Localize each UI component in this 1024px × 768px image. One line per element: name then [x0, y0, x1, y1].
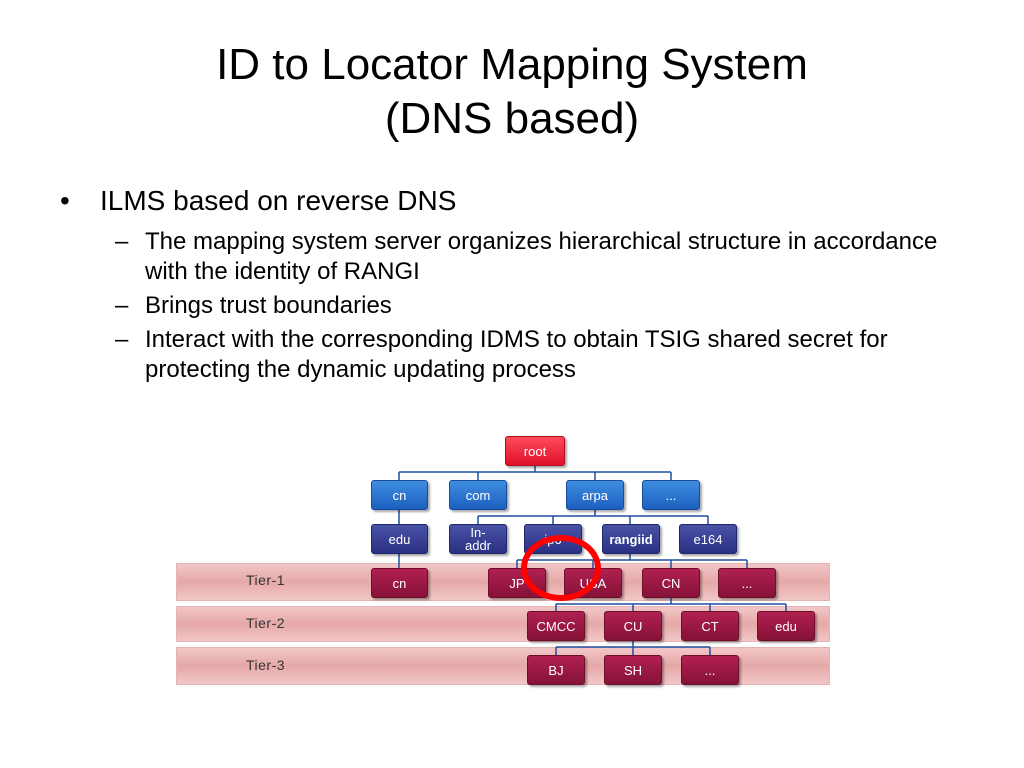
tier2-node-cu: CU — [604, 611, 662, 641]
node-edu: edu — [371, 524, 428, 554]
node-com: com — [449, 480, 507, 510]
tier2-node-ct: CT — [681, 611, 739, 641]
node-ellipsis: ... — [642, 480, 700, 510]
sub-bullet-text: The mapping system server organizes hier… — [145, 228, 938, 285]
tier2-node-edu: edu — [757, 611, 815, 641]
tier1-node-cn: cn — [371, 568, 428, 598]
node-e164: e164 — [679, 524, 737, 554]
tier-3-label: Tier-3 — [246, 657, 286, 673]
slide-title: ID to Locator Mapping System (DNS based) — [0, 38, 1024, 146]
node-in-addr: In- addr — [449, 524, 507, 554]
sub-bullet-text: Interact with the corresponding IDMS to … — [145, 326, 888, 383]
root-node: root — [505, 436, 565, 466]
bullet-text: ILMS based on reverse DNS — [100, 185, 457, 216]
tier1-node-ellipsis: ... — [718, 568, 776, 598]
title-line-2: (DNS based) — [384, 94, 640, 143]
dash-icon: – — [115, 326, 129, 353]
tier-1-label: Tier-1 — [246, 572, 286, 588]
tier2-node-cmcc: CMCC — [527, 611, 585, 641]
sub-bullet-list: – The mapping system server organizes hi… — [60, 227, 980, 385]
bullet-dot-icon: • — [60, 185, 70, 216]
dash-icon: – — [115, 228, 129, 255]
tier3-node-ellipsis: ... — [681, 655, 739, 685]
bullet-list: • ILMS based on reverse DNS – The mappin… — [60, 183, 980, 389]
title-line-1: ID to Locator Mapping System — [216, 40, 808, 89]
tier3-node-bj: BJ — [527, 655, 585, 685]
highlight-circle — [521, 535, 601, 601]
sub-bullet-item: – The mapping system server organizes hi… — [60, 227, 980, 287]
node-arpa: arpa — [566, 480, 624, 510]
node-cn: cn — [371, 480, 428, 510]
node-rangiid: rangiid — [602, 524, 660, 554]
tier3-node-sh: SH — [604, 655, 662, 685]
tier1-node-CN: CN — [642, 568, 700, 598]
tier-2-label: Tier-2 — [246, 615, 286, 631]
bullet-item-ilms: • ILMS based on reverse DNS — [60, 183, 980, 219]
sub-bullet-item: – Brings trust boundaries — [60, 291, 980, 321]
sub-bullet-item: – Interact with the corresponding IDMS t… — [60, 325, 980, 385]
sub-bullet-text: Brings trust boundaries — [145, 292, 392, 319]
dash-icon: – — [115, 292, 129, 319]
